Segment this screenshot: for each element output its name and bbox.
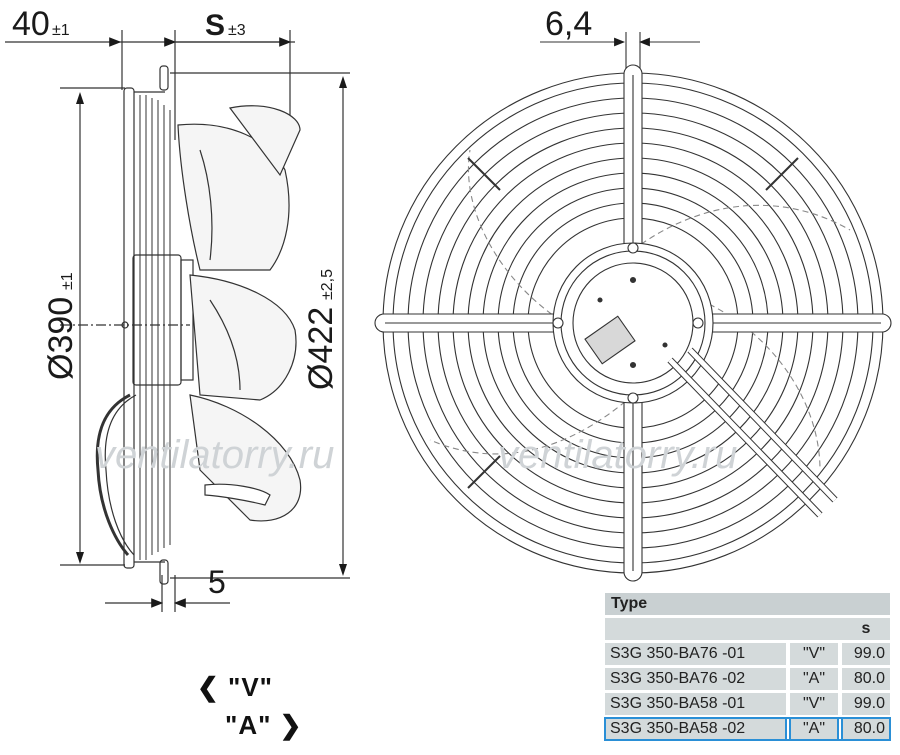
table-subheader-row: s [605, 618, 890, 640]
side-view [5, 30, 350, 612]
flow-direction-a: "A" ❯ [225, 710, 303, 740]
table-cell-direction: "A" [789, 717, 839, 741]
dim-diam-422-tolerance: ±2,5 [319, 269, 336, 300]
table-cell-type: S3G 350-BA58 -02 [604, 717, 787, 741]
table-s-header: s [842, 618, 890, 640]
dim-diam-422-label: Ø422 [302, 307, 340, 390]
type-table: Type s S3G 350-BA76 -01 "V" 99.0 S3G 350… [604, 590, 891, 743]
dim-40-tolerance: ±1 [52, 22, 70, 39]
table-cell-direction: "A" [790, 668, 838, 690]
table-row: S3G 350-BA76 -01 "V" 99.0 [605, 643, 890, 665]
table-row-selected: S3G 350-BA58 -02 "A" 80.0 [604, 717, 891, 741]
table-cell-type: S3G 350-BA58 -01 [605, 693, 786, 715]
flow-direction-v: ❮ "V" [197, 672, 274, 702]
dim-diam-390-tolerance: ±1 [59, 272, 76, 290]
table-cell-s: 80.0 [841, 717, 891, 741]
table-row: S3G 350-BA58 -01 "V" 99.0 [605, 693, 890, 715]
table-cell-direction: "V" [790, 643, 838, 665]
table-cell-type: S3G 350-BA76 -02 [605, 668, 786, 690]
table-cell-s: 99.0 [842, 643, 890, 665]
table-cell-type: S3G 350-BA76 -01 [605, 643, 786, 665]
watermark-right: ventilatorry.ru [498, 433, 737, 477]
dim-diam-390-label: Ø390 [42, 297, 80, 380]
table-cell-direction: "V" [790, 693, 838, 715]
dim-40-label: 40 [12, 5, 50, 43]
dim-s-tolerance: ±3 [228, 22, 246, 39]
table-title: Type [605, 593, 890, 615]
watermark-left: ventilatorry.ru [95, 433, 334, 477]
table-row: S3G 350-BA76 -02 "A" 80.0 [605, 668, 890, 690]
table-cell-s: 80.0 [842, 668, 890, 690]
dim-6-4-label: 6,4 [545, 5, 592, 43]
dim-s-label: S [205, 9, 225, 42]
table-cell-s: 99.0 [842, 693, 890, 715]
table-header-row: Type [605, 593, 890, 615]
front-view [374, 32, 892, 582]
dim-5-label: 5 [208, 564, 226, 600]
